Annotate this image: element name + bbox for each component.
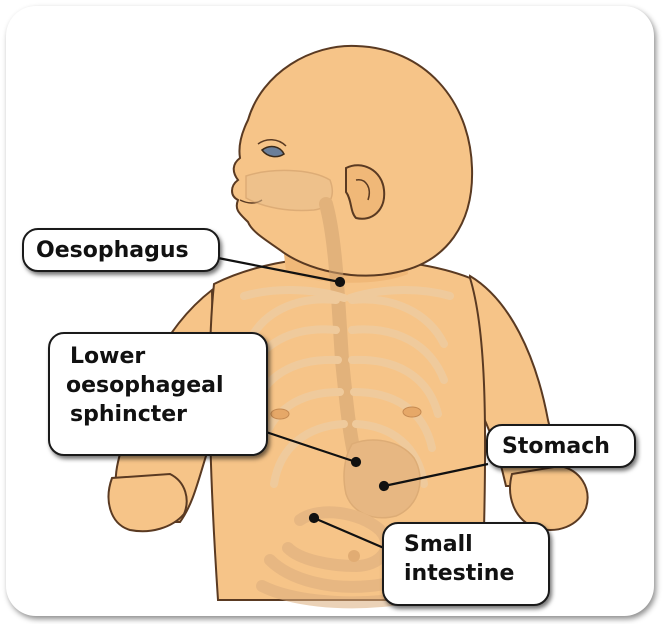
label-oesophagus: Oesophagus xyxy=(22,228,220,272)
label-les-line-2: oesophageal xyxy=(66,371,266,400)
label-lower-oesophageal-sphincter: Lower oesophageal sphincter xyxy=(48,332,268,456)
stomach-organ xyxy=(344,440,420,518)
head xyxy=(232,46,472,276)
label-oesophagus-text: Oesophagus xyxy=(36,236,218,265)
label-les-line-1: Lower xyxy=(66,342,266,371)
right-fist xyxy=(510,466,587,530)
label-small-intestine-line-1: Small xyxy=(404,530,548,559)
left-fist xyxy=(109,474,187,531)
label-stomach: Stomach xyxy=(486,424,636,468)
label-small-intestine-line-2: intestine xyxy=(404,559,548,588)
navel xyxy=(348,550,360,562)
label-small-intestine: Small intestine xyxy=(382,522,550,606)
label-les-line-3: sphincter xyxy=(66,400,266,429)
label-stomach-text: Stomach xyxy=(502,432,634,461)
